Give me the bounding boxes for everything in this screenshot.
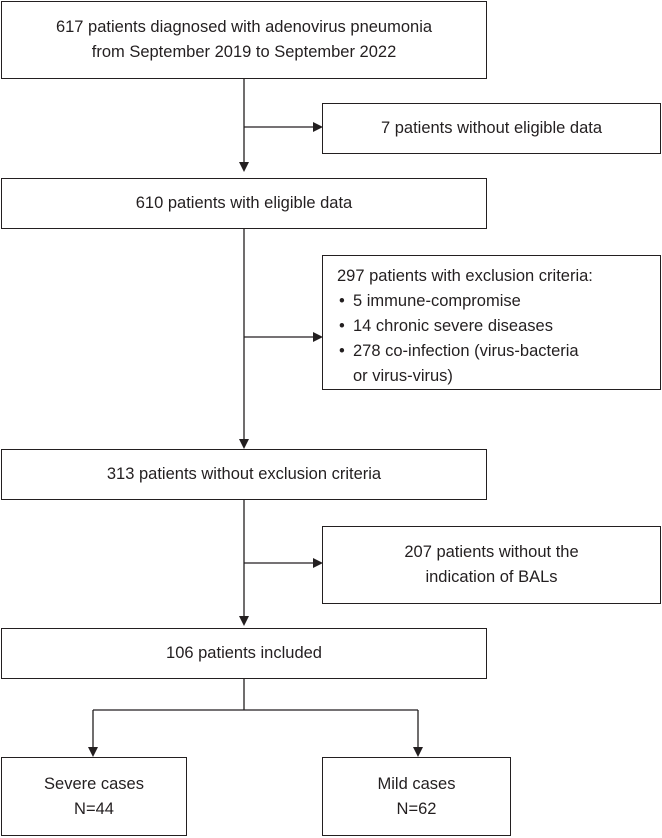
no-bal-line-1: 207 patients without the <box>404 543 579 561</box>
exclusion-item-immune: 5 immune-compromise <box>337 289 660 314</box>
no-bal-box: 207 patients without the indication of B… <box>322 526 661 604</box>
without-exclusion-text: 313 patients without exclusion criteria <box>106 465 382 483</box>
severe-count: N=44 <box>74 799 114 818</box>
start-box: 617 patients diagnosed with adenovirus p… <box>1 1 487 79</box>
included-box: 106 patients included <box>1 628 487 679</box>
severe-label: Severe cases <box>44 774 144 793</box>
mild-label: Mild cases <box>377 774 456 793</box>
excluded-no-data-box: 7 patients without eligible data <box>322 103 661 154</box>
excluded-no-data-text: 7 patients without eligible data <box>380 119 603 137</box>
exclusion-item-coinfection-continuation: or virus-virus) <box>353 367 453 385</box>
exclusion-item-chronic: 14 chronic severe diseases <box>337 314 660 339</box>
severe-box: Severe cases N=44 <box>1 757 187 836</box>
included-text: 106 patients included <box>166 644 322 662</box>
exclusion-criteria-list: 5 immune-compromise 14 chronic severe di… <box>337 289 660 364</box>
eligible-box: 610 patients with eligible data <box>1 178 487 229</box>
exclusion-criteria-heading: 297 patients with exclusion criteria: <box>337 267 593 285</box>
exclusion-item-coinfection: 278 co-infection (virus-bacteria <box>337 339 660 364</box>
start-line-1: 617 patients diagnosed with adenovirus p… <box>55 18 433 36</box>
start-line-2: from September 2019 to September 2022 <box>91 43 397 61</box>
no-bal-line-2: indication of BALs <box>425 568 558 586</box>
exclusion-criteria-box: 297 patients with exclusion criteria: 5 … <box>322 255 661 390</box>
without-exclusion-box: 313 patients without exclusion criteria <box>1 449 487 500</box>
mild-count: N=62 <box>396 799 437 818</box>
mild-box: Mild cases N=62 <box>322 757 511 836</box>
eligible-text: 610 patients with eligible data <box>135 194 353 212</box>
